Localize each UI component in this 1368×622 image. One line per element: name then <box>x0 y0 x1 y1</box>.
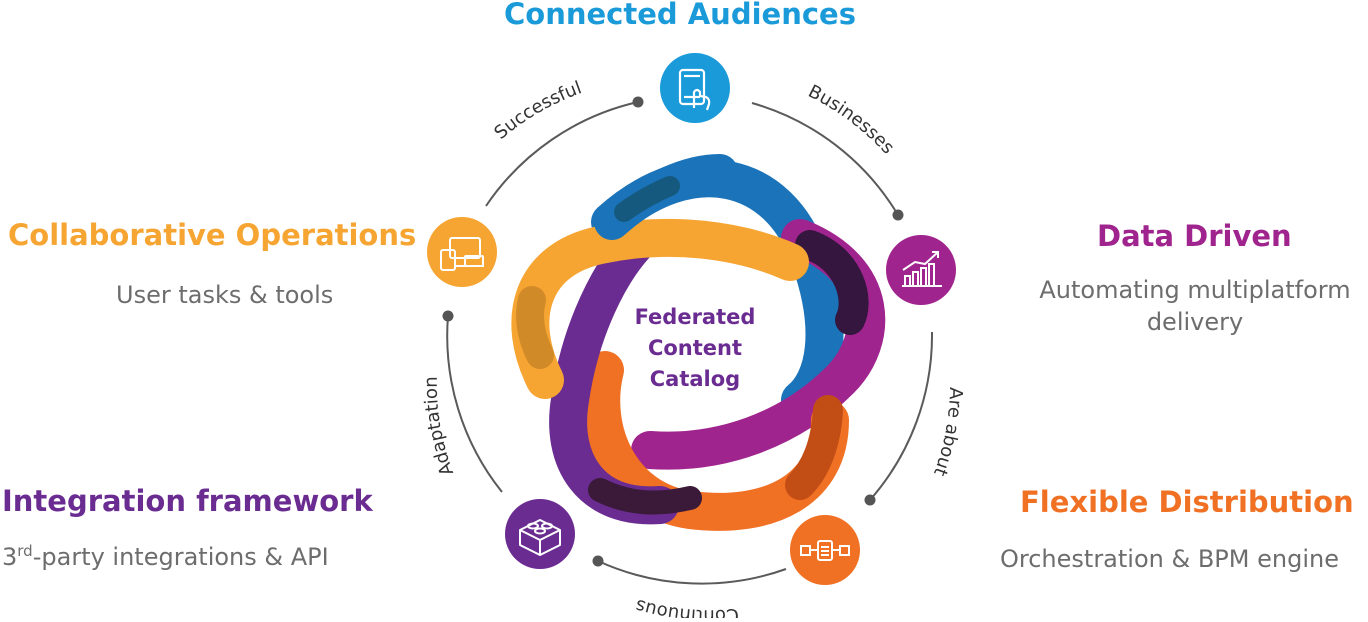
subtitle-prefix: 3 <box>2 543 18 571</box>
ribbon-dark-under <box>588 478 702 515</box>
ribbon-purple-shadow <box>795 230 869 335</box>
arc-top-left <box>485 101 639 207</box>
title-integration-framework: Integration framework <box>2 484 373 518</box>
node-top <box>660 53 730 123</box>
ribbon-orange-shadow <box>785 395 843 500</box>
center-label: Federated Content Catalog <box>635 305 756 391</box>
arc-label-successful: Successful <box>490 77 584 143</box>
ribbon-gold-shadow <box>516 286 554 369</box>
title-connected-audiences: Connected Audiences <box>504 0 856 31</box>
node-right <box>886 235 956 305</box>
node-left <box>427 217 497 287</box>
center-label-line-1: Federated <box>635 305 756 329</box>
ring-dot <box>442 310 454 322</box>
workflow-icon <box>800 540 850 561</box>
ring-dot <box>632 96 644 108</box>
subtitle-rest: -party integrations & API <box>32 543 329 571</box>
arc-top-right <box>751 102 899 216</box>
subtitle-collaborative-operations: User tasks & tools <box>116 281 334 309</box>
central-ribbon-knot <box>511 154 886 531</box>
tablet-touch-icon <box>678 68 711 111</box>
center-label-line-3: Catalog <box>650 367 740 391</box>
title-collaborative-operations: Collaborative Operations <box>8 218 417 252</box>
title-flexible-distribution: Flexible Distribution <box>1020 485 1354 519</box>
arc-right <box>869 331 934 501</box>
title-data-driven: Data Driven <box>1097 219 1292 253</box>
ribbon-blue-dark <box>614 176 680 222</box>
arc-label-businesses: Businesses <box>805 81 899 158</box>
subtitle-data-driven: Automating multiplatform delivery <box>1039 276 1351 337</box>
center-label-line-2: Content <box>648 336 742 360</box>
lego-brick-icon <box>519 519 561 556</box>
ring-arcs <box>446 101 934 585</box>
node-bottom-right <box>790 515 860 585</box>
ring-dot <box>864 494 876 506</box>
ring-dots <box>442 96 904 567</box>
arc-label-are-about: Are about <box>929 387 966 479</box>
arc-left <box>446 315 503 493</box>
subtitle-superscript: rd <box>17 542 33 560</box>
subtitle-integration-framework: 3rd-party integrations & API <box>2 541 329 573</box>
devices-icon <box>440 237 484 271</box>
node-bottom-left <box>505 499 575 569</box>
arc-label-adaptation: Adaptation <box>421 376 458 478</box>
subtitle-flexible-distribution: Orchestration & BPM engine <box>1000 545 1339 573</box>
arc-label-continuous: Continuous <box>633 595 740 618</box>
ring-dot <box>892 209 904 221</box>
bar-chart-trend-icon <box>902 251 942 287</box>
ring-dot <box>592 555 604 567</box>
arc-bottom <box>597 560 787 585</box>
